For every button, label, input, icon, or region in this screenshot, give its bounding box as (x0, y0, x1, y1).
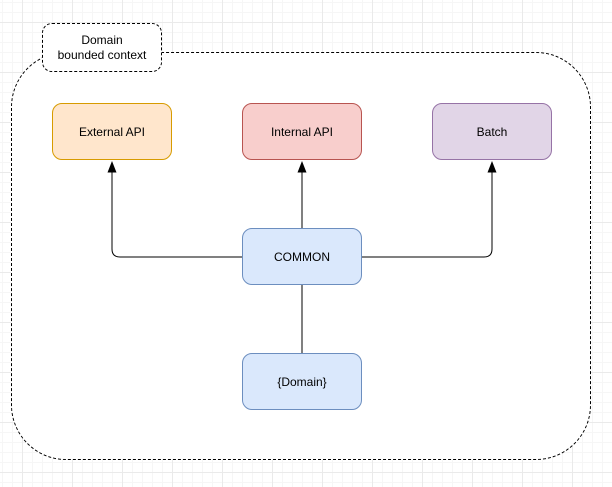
node-label: Internal API (270, 124, 334, 139)
arrowhead-up-icon (107, 161, 117, 173)
arrowhead-up-icon (297, 161, 307, 173)
edge-common-to-batch[interactable] (362, 161, 497, 258)
node-external-api[interactable]: External API (52, 103, 172, 160)
edge-path (111, 172, 242, 258)
node-internal-api[interactable]: Internal API (242, 103, 362, 160)
node-common[interactable]: COMMON (242, 228, 362, 285)
bounded-context-label-text: Domain bounded context (57, 32, 147, 62)
node-label: COMMON (274, 249, 330, 264)
node-label: {Domain} (277, 374, 327, 389)
edge-path (362, 172, 493, 258)
bounded-context-label[interactable]: Domain bounded context (42, 23, 162, 72)
arrowhead-up-icon (487, 161, 497, 173)
node-batch[interactable]: Batch (432, 103, 552, 160)
edge-common-to-external-api[interactable] (107, 161, 243, 258)
node-domain[interactable]: {Domain} (242, 353, 362, 410)
node-label: Batch (476, 124, 508, 139)
edge-common-to-internal-api[interactable] (297, 161, 307, 229)
node-label: External API (78, 124, 146, 139)
